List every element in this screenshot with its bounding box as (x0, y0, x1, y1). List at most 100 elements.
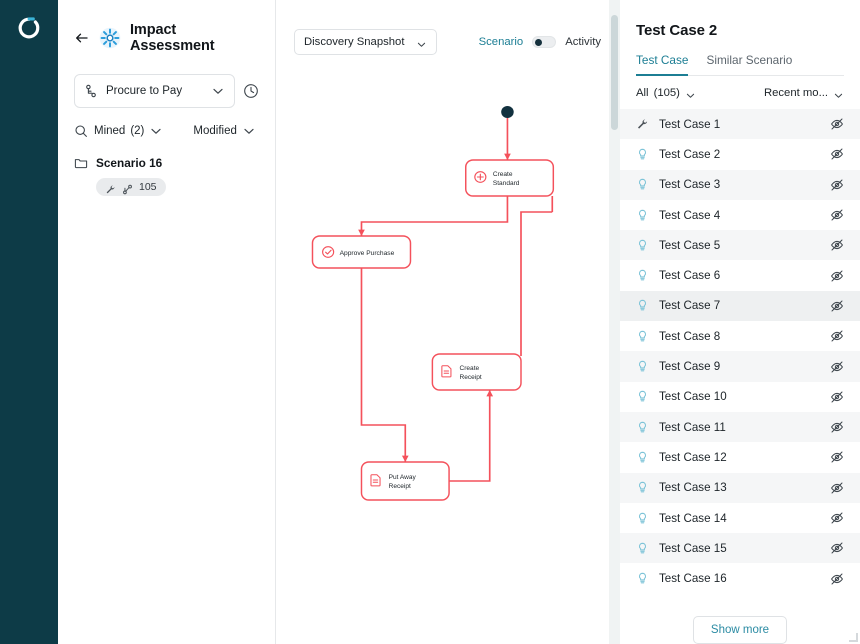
test-case-row-label: Test Case 7 (659, 299, 721, 313)
eye-off-icon[interactable] (830, 147, 844, 161)
eye-off-icon[interactable] (830, 329, 844, 343)
test-case-row[interactable]: Test Case 9 (620, 351, 860, 382)
eye-off-icon[interactable] (830, 178, 844, 192)
toggle-switch-icon[interactable] (532, 36, 557, 48)
discovery-snapshot-select[interactable]: Discovery Snapshot (294, 29, 438, 55)
eye-off-icon[interactable] (830, 238, 844, 252)
resize-corner-icon[interactable] (849, 633, 858, 642)
edge-put-away-receipt-to-create-receipt (449, 390, 494, 482)
process-select-value: Procure to Pay (106, 85, 183, 97)
flow-node-approve-purchase: Approve Purchase (311, 235, 412, 269)
toggle-label-scenario[interactable]: Scenario (478, 36, 524, 48)
test-case-row[interactable]: Test Case 8 (620, 321, 860, 351)
process-node-icon (84, 84, 98, 98)
flow-node-create-standard: Create Standard (465, 159, 555, 197)
test-case-icon-icon (636, 572, 649, 585)
test-case-row[interactable]: Test Case 14 (620, 503, 860, 533)
clock-history-icon[interactable] (243, 83, 259, 99)
test-case-icon-icon (636, 421, 649, 434)
vertical-scrollbar[interactable] (609, 0, 620, 644)
circular-loader-logo-icon[interactable] (15, 14, 43, 42)
chevron-down-icon (833, 88, 844, 99)
scrollbar-thumb[interactable] (611, 15, 618, 130)
test-case-row[interactable]: Test Case 7 (620, 290, 860, 322)
test-case-icon-icon (636, 330, 649, 343)
test-case-icon-icon (636, 178, 649, 191)
flow-node-label: Put Away (389, 474, 417, 481)
test-case-row[interactable]: Test Case 1 (620, 109, 860, 140)
test-case-row[interactable]: Test Case 3 (620, 169, 860, 200)
test-case-icon-icon (636, 360, 649, 373)
test-case-row[interactable]: Test Case 11 (620, 411, 860, 443)
eye-off-icon[interactable] (830, 360, 844, 374)
eye-off-icon[interactable] (830, 117, 844, 131)
scenario-badge[interactable]: 105 (96, 178, 166, 196)
flow-canvas[interactable]: Discovery Snapshot Scenario Activity (276, 0, 620, 644)
test-case-row[interactable]: Test Case 13 (620, 472, 860, 503)
eye-off-icon[interactable] (830, 269, 844, 283)
flow-node-label: Standard (493, 180, 520, 187)
filter-sort-label: Recent mo... (763, 87, 828, 99)
right-panel: Test Case 2 Test Case Similar Scenario A… (609, 0, 860, 644)
filter-mined[interactable]: Mined (2) (94, 124, 163, 138)
test-case-row-label: Test Case 4 (659, 208, 721, 222)
show-more-button[interactable]: Show more (692, 616, 788, 644)
left-panel-header: Impact Assessment (74, 22, 259, 54)
test-case-row[interactable]: Test Case 10 (620, 382, 860, 412)
tree-item-scenario-16[interactable]: Scenario 16 (74, 156, 259, 170)
eye-off-icon[interactable] (830, 511, 844, 525)
tab-similar-scenario[interactable]: Similar Scenario (706, 53, 793, 67)
test-case-row-label: Test Case 8 (659, 329, 721, 343)
test-case-row[interactable]: Test Case 16 (620, 563, 860, 593)
flow-node-label: Create (459, 365, 479, 372)
tree-item-label: Scenario 16 (96, 156, 163, 170)
test-case-row-label: Test Case 3 (659, 178, 721, 192)
eye-off-icon[interactable] (830, 299, 844, 313)
eye-off-icon[interactable] (830, 450, 844, 464)
process-select[interactable]: Procure to Pay (74, 74, 235, 108)
chevron-down-icon (416, 37, 427, 48)
eye-off-icon[interactable] (830, 420, 844, 434)
test-case-row-label: Test Case 16 (659, 572, 727, 586)
test-case-icon-icon (636, 512, 649, 525)
canvas-toolbar: Discovery Snapshot Scenario Activity (294, 29, 601, 55)
test-case-row[interactable]: Test Case 2 (620, 139, 860, 169)
plus-circle-icon (474, 171, 487, 183)
back-arrow-icon[interactable] (74, 30, 90, 46)
wrench-icon (105, 182, 116, 193)
filter-sort[interactable]: Recent mo... (764, 87, 844, 99)
test-case-row-label: Test Case 9 (659, 360, 721, 374)
test-case-row-label: Test Case 1 (659, 117, 721, 131)
test-case-row[interactable]: Test Case 12 (620, 442, 860, 472)
chevron-down-icon (242, 124, 256, 138)
test-case-row[interactable]: Test Case 4 (620, 200, 860, 230)
folder-icon (74, 156, 88, 170)
edge-create-standard-to-approve-purchase (358, 196, 509, 236)
toggle-label-activity[interactable]: Activity (565, 36, 601, 48)
test-case-row[interactable]: Test Case 15 (620, 533, 860, 564)
test-case-row-label: Test Case 5 (659, 238, 721, 252)
eye-off-icon[interactable] (830, 390, 844, 404)
test-case-row[interactable]: Test Case 6 (620, 260, 860, 290)
test-case-list[interactable]: Test Case 1 Test Case 2 Test Case 3 Test Ca… (620, 109, 860, 604)
scenario-badge-wrap: 105 (74, 178, 259, 200)
test-case-row-label: Test Case 11 (659, 420, 726, 434)
wrench-icon-icon (636, 118, 649, 131)
filter-all[interactable]: All (105) (636, 87, 696, 99)
search-icon[interactable] (74, 124, 88, 138)
eye-off-icon[interactable] (830, 208, 844, 222)
test-case-icon-icon (636, 542, 649, 555)
right-panel-tabs: Test Case Similar Scenario (636, 53, 844, 76)
filter-modified[interactable]: Modified (193, 124, 255, 138)
eye-off-icon[interactable] (830, 481, 844, 495)
tab-test-case[interactable]: Test Case (636, 53, 689, 76)
left-panel: Impact Assessment Procure to Pay (58, 0, 276, 644)
test-case-icon-icon (636, 481, 649, 494)
eye-off-icon[interactable] (830, 541, 844, 555)
test-case-row[interactable]: Test Case 5 (620, 230, 860, 261)
test-case-icon-icon (636, 239, 649, 252)
scenario-activity-toggle: Scenario Activity (479, 36, 601, 48)
eye-off-icon[interactable] (830, 572, 844, 586)
show-more-wrap: Show more (620, 604, 860, 644)
